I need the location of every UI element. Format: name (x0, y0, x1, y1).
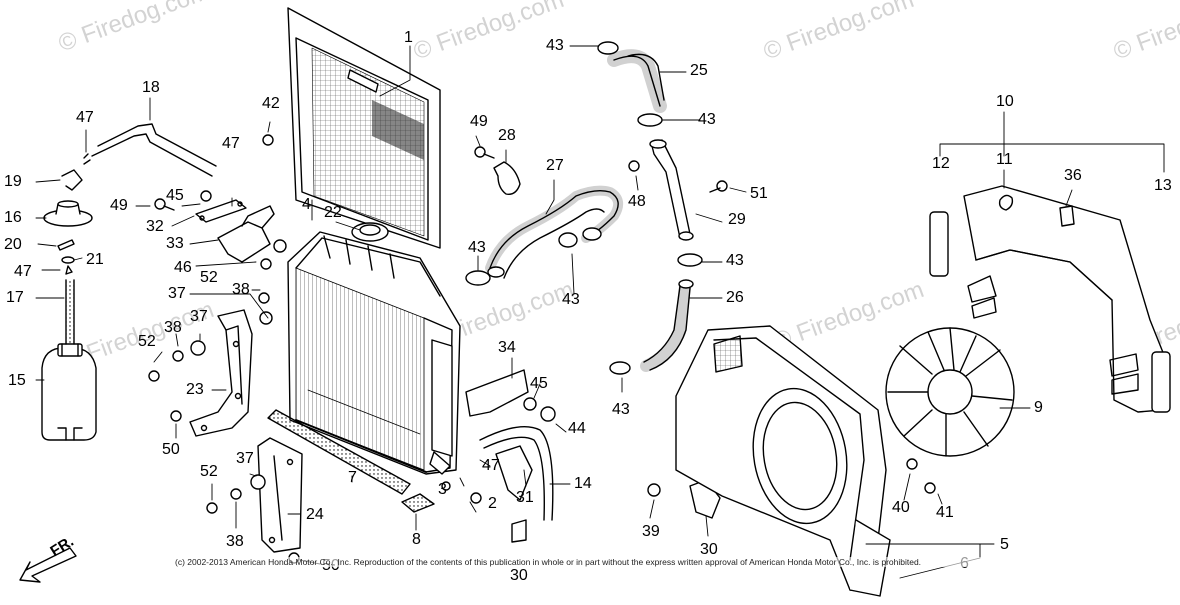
callout-7: 7 (348, 469, 357, 486)
radiator-core (287, 222, 461, 475)
cooling-fan (885, 327, 1015, 457)
callout-32: 32 (146, 218, 164, 235)
callout-1: 1 (404, 29, 413, 46)
callout-28: 28 (498, 127, 516, 144)
callout-12: 12 (932, 155, 950, 172)
callout-47d: 47 (482, 457, 500, 474)
reserve-tank (41, 343, 97, 441)
callout-43f: 43 (612, 401, 630, 418)
bracket-23 (189, 309, 253, 437)
callout-19: 19 (4, 173, 22, 190)
callout-2: 2 (488, 495, 497, 512)
callout-17: 17 (6, 289, 24, 306)
callout-38b: 38 (164, 319, 182, 336)
callout-43b: 43 (698, 111, 716, 128)
callout-34: 34 (498, 339, 516, 356)
callout-37c: 37 (236, 450, 254, 467)
radiator-screen (287, 7, 441, 249)
callout-21: 21 (86, 251, 104, 268)
fan-cover (929, 185, 1171, 413)
callout-47c: 47 (14, 263, 32, 280)
callout-30b: 30 (510, 567, 528, 584)
callout-38a: 38 (232, 281, 250, 298)
callout-11: 11 (996, 151, 1013, 168)
callout-15: 15 (8, 372, 26, 389)
callout-24: 24 (306, 506, 324, 523)
callout-50a: 50 (162, 441, 180, 458)
callout-39: 39 (642, 523, 660, 540)
callout-42: 42 (262, 95, 280, 112)
copyright-notice: (c) 2002-2013 American Honda Motor Co., … (175, 557, 1005, 567)
callout-40: 40 (892, 499, 910, 516)
callout-3: 3 (438, 481, 447, 498)
callout-43a: 43 (546, 37, 564, 54)
overflow-tube (61, 123, 217, 191)
callout-22: 22 (324, 204, 342, 221)
callout-5: 5 (1000, 536, 1009, 553)
callout-37a: 37 (168, 285, 186, 302)
clip-30 (511, 519, 527, 543)
callout-26: 26 (726, 289, 744, 306)
clamp-47a (65, 265, 73, 275)
callout-13: 13 (1154, 177, 1172, 194)
callout-47b: 47 (222, 135, 240, 152)
callout-49a: 49 (110, 197, 128, 214)
callout-14: 14 (574, 475, 592, 492)
callout-33: 33 (166, 235, 184, 252)
washer-21 (61, 256, 75, 264)
hose-25 (607, 49, 667, 113)
callout-9: 9 (1034, 399, 1043, 416)
hose-27 (485, 185, 624, 279)
bracket-24 (257, 437, 303, 553)
water-pipe-29 (649, 139, 694, 241)
callout-46: 46 (174, 259, 192, 276)
rubber-pad (401, 493, 435, 513)
callout-36: 36 (1064, 167, 1082, 184)
callout-18: 18 (142, 79, 160, 96)
tank-cap (43, 200, 93, 227)
clip-20 (57, 239, 75, 251)
callout-37b: 37 (190, 308, 208, 325)
front-arrow (19, 547, 77, 583)
rubber-strip (267, 409, 411, 495)
callout-29: 29 (728, 211, 746, 228)
bracket-32-33 (195, 199, 275, 263)
callout-47a: 47 (76, 109, 94, 126)
tank-hose-fill (66, 280, 74, 344)
callout-8: 8 (412, 531, 421, 548)
callout-52a: 52 (200, 269, 218, 286)
clamp-28 (493, 161, 521, 195)
hose-clamps (465, 41, 703, 375)
callout-43d: 43 (562, 291, 580, 308)
callout-48: 48 (628, 193, 646, 210)
callout-31: 31 (516, 489, 534, 506)
callout-25: 25 (690, 62, 708, 79)
callout-23: 23 (186, 381, 204, 398)
callout-43c: 43 (468, 239, 486, 256)
callout-45b: 45 (530, 375, 548, 392)
callout-30: 30 (700, 541, 718, 558)
hose-26 (640, 279, 694, 372)
callout-10: 10 (996, 93, 1014, 110)
bracket-34 (465, 369, 529, 417)
callout-44: 44 (568, 420, 586, 437)
callout-51: 51 (750, 185, 768, 202)
callout-4: 4 (302, 196, 311, 213)
callout-16: 16 (4, 209, 22, 226)
callout-27: 27 (546, 157, 564, 174)
callout-20: 20 (4, 236, 22, 253)
callout-52b: 52 (138, 333, 156, 350)
callout-49b: 49 (470, 113, 488, 130)
callout-45a: 45 (166, 187, 184, 204)
bolts (148, 134, 936, 564)
callout-38c: 38 (226, 533, 244, 550)
callout-41: 41 (936, 504, 954, 521)
callout-52c: 52 (200, 463, 218, 480)
callout-43e: 43 (726, 252, 744, 269)
